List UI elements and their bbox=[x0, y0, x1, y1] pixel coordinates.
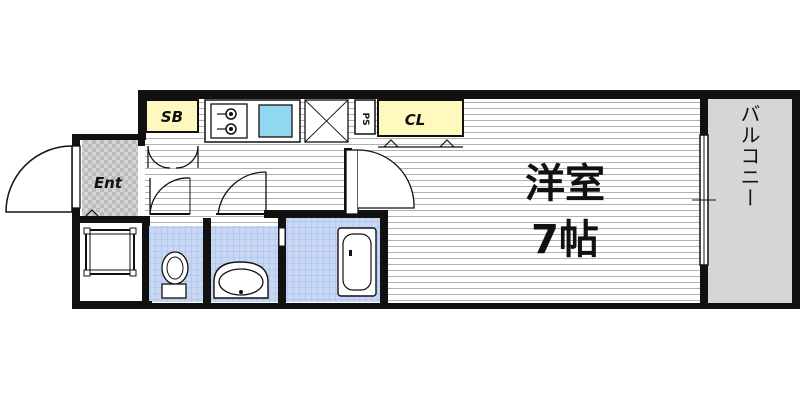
balcony-label: バルコニー bbox=[737, 104, 761, 209]
toilet-icon bbox=[161, 251, 189, 299]
kitchen-sink bbox=[258, 104, 293, 138]
wash-basin-icon bbox=[213, 261, 269, 299]
entrance-door-frame bbox=[71, 145, 81, 209]
room-door bbox=[357, 149, 415, 209]
pipe-space bbox=[354, 99, 376, 135]
closet bbox=[377, 99, 464, 137]
entrance-floor bbox=[82, 140, 138, 216]
entrance-label: Ent bbox=[94, 174, 123, 192]
pipe-space-label: PS bbox=[360, 112, 370, 125]
wash-cabinet bbox=[278, 227, 286, 247]
room-door-panel bbox=[345, 149, 359, 215]
room-size-label: 7帖 bbox=[531, 217, 599, 263]
balcony-area bbox=[706, 98, 794, 303]
washroom-door bbox=[217, 171, 267, 216]
stove-burner-icon bbox=[217, 108, 237, 135]
toilet-door bbox=[149, 177, 191, 216]
closet-label: CL bbox=[405, 111, 426, 129]
room-type-label: 洋室 bbox=[525, 161, 605, 207]
storage-box bbox=[85, 229, 135, 275]
entrance-door bbox=[5, 145, 73, 213]
shoe-box-label: SB bbox=[161, 108, 183, 126]
bathtub-icon bbox=[337, 227, 377, 297]
shoe-box bbox=[145, 99, 199, 133]
